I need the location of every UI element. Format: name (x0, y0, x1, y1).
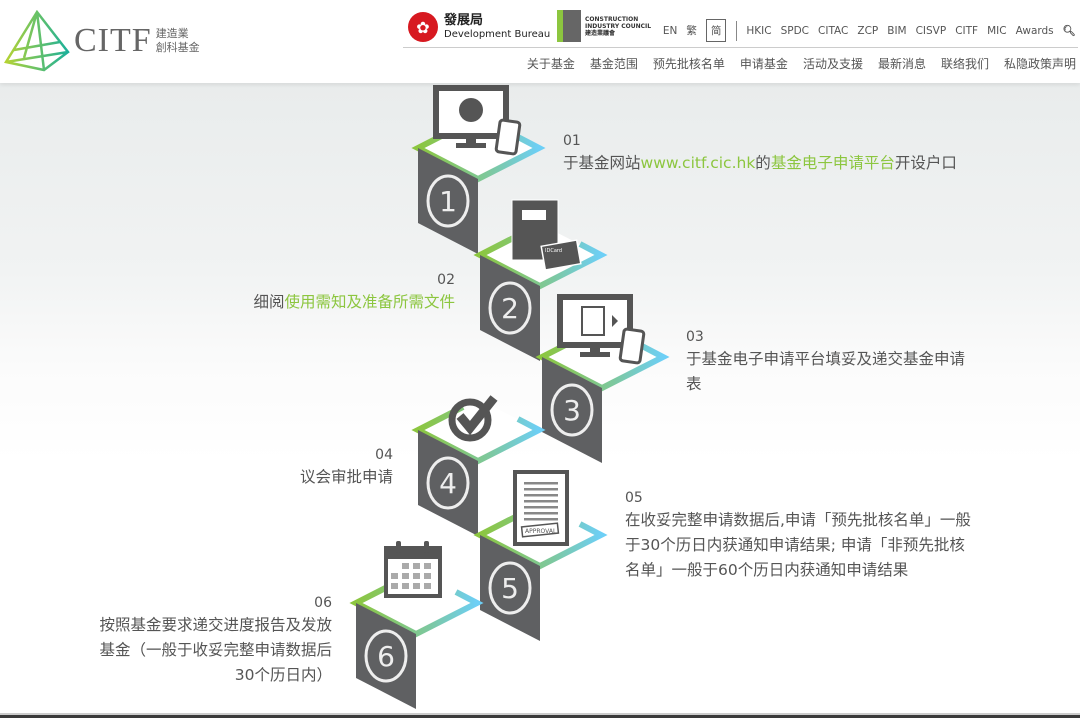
cube-number: 3 (563, 394, 581, 427)
step-text: 开设户口 (894, 154, 957, 172)
step-number: 03 (686, 329, 704, 345)
e-platform-link[interactable]: 基金电子申请平台 (770, 154, 895, 172)
cic-mark-icon (557, 10, 581, 42)
svg-text:IDCard: IDCard (545, 248, 562, 254)
cube-number: 6 (377, 640, 395, 673)
checkmark-icon (448, 395, 498, 442)
step-text: 细阅 (253, 293, 285, 311)
divider (736, 20, 738, 41)
step-cube-2: 2 IDCard (473, 199, 608, 361)
header-divider (403, 47, 1078, 48)
top-links: EN 繁 简 HKIC SPDC CITAC ZCP BIM CISVP CIT… (654, 19, 1076, 42)
step-text: 于基金电子申请平台填妥及递交基金申请 (686, 350, 966, 368)
step-text: 30个历日内） (234, 666, 332, 684)
guidance-link[interactable]: 使用需知及准备所需文件 (284, 293, 455, 311)
cic-line2: INDUSTRY COUNCIL (585, 22, 652, 30)
link-mic[interactable]: MIC (987, 24, 1007, 37)
cube-number: 2 (501, 292, 519, 325)
step-cube-5: 5 APPROVAL (473, 470, 608, 641)
cube-number: 5 (501, 572, 519, 605)
step-text: 于基金网站 (563, 154, 641, 172)
step-text: 表 (686, 375, 702, 393)
nav-scope[interactable]: 基金范围 (589, 57, 638, 71)
step-text: 议会审批申请 (299, 468, 393, 486)
logo-sub2: 創科基金 (155, 41, 200, 54)
logo-sub1: 建造業 (155, 27, 189, 40)
lang-en[interactable]: EN (662, 24, 678, 37)
step-cube-1: 1 (411, 85, 546, 254)
db-en: Development Bureau (444, 28, 551, 40)
step-cube-4: 4 (411, 395, 546, 536)
bottom-bar (0, 713, 1080, 718)
number-circle (426, 456, 470, 510)
cic-line1: CONSTRUCTION (585, 15, 639, 23)
documents-id-card-icon: IDCard (511, 199, 582, 271)
number-circle (364, 629, 408, 683)
link-zcp[interactable]: ZCP (857, 24, 879, 37)
link-cisvp[interactable]: CISVP (915, 24, 947, 37)
nav-events[interactable]: 活动及支援 (802, 57, 863, 71)
number-circle (488, 281, 532, 335)
main-nav: 关于基金 基金范围 预先批核名单 申请基金 活动及支援 最新消息 联络我们 私隐… (512, 55, 1076, 72)
logo-text: CITF (74, 22, 152, 59)
citf-logo[interactable]: CITF 建造業創科基金 (4, 10, 200, 72)
nav-contact[interactable]: 联络我们 (940, 57, 989, 71)
pyramid-logo-icon (4, 10, 70, 72)
step-04: 04 议会审批申请 (300, 445, 393, 490)
nav-preapproved[interactable]: 预先批核名单 (652, 57, 725, 71)
step-text: 的 (755, 154, 771, 172)
step-06: 06 按照基金要求递交进度报告及发放 基金（一般于收妥完整申请数据后 30个历日… (99, 593, 332, 688)
link-hkic[interactable]: HKIC (746, 24, 772, 37)
cube-number: 1 (439, 185, 457, 218)
computer-form-icon (557, 294, 646, 365)
step-number: 04 (375, 447, 393, 463)
step-text: 在收妥完整申请数据后,申请「预先批核名单」一般 (625, 511, 971, 529)
step-cube-3: 3 (535, 294, 670, 463)
step-text: 于30个历日内获通知申请结果; 申请「非预先批核 (625, 536, 965, 554)
step-text: 名单」一般于60个历日内获通知申请结果 (625, 561, 909, 579)
step-05: 05 在收妥完整申请数据后,申请「预先批核名单」一般 于30个历日内获通知申请结… (625, 488, 971, 583)
link-spdc[interactable]: SPDC (780, 24, 810, 37)
calendar-icon (384, 541, 442, 598)
computer-user-icon (433, 85, 522, 156)
step-cube-6: 6 (349, 541, 484, 709)
step-02: 02 细阅使用需知及准备所需文件 (253, 270, 455, 315)
nav-apply[interactable]: 申请基金 (739, 57, 788, 71)
bauhinia-icon: ✿ (408, 12, 438, 42)
nav-privacy[interactable]: 私隐政策声明 (1003, 57, 1076, 71)
step-text: 按照基金要求递交进度报告及发放 (99, 616, 332, 634)
number-circle (426, 174, 470, 228)
nav-about[interactable]: 关于基金 (526, 57, 575, 71)
step-number: 06 (314, 595, 332, 611)
link-citf[interactable]: CITF (955, 24, 979, 37)
link-awards[interactable]: Awards (1015, 24, 1054, 37)
step-number: 05 (625, 490, 643, 506)
step-03: 03 于基金电子申请平台填妥及递交基金申请 表 (686, 327, 965, 397)
step-number: 02 (437, 272, 455, 288)
approval-document-icon: APPROVAL (513, 470, 569, 546)
step-text: 基金（一般于收妥完整申请数据后 (99, 641, 332, 659)
website-link[interactable]: www.citf.cic.hk (640, 154, 756, 172)
link-citac[interactable]: CITAC (818, 24, 849, 37)
lang-tc[interactable]: 繁 (686, 25, 697, 37)
search-icon[interactable]: 🔍︎ (1062, 25, 1076, 37)
step-01: 01 于基金网站www.citf.cic.hk的基金电子申请平台开设户口 (563, 131, 957, 176)
db-zh: 發展局 (444, 12, 484, 28)
lang-sc[interactable]: 简 (705, 19, 727, 42)
nav-news[interactable]: 最新消息 (877, 57, 926, 71)
number-circle (550, 383, 594, 437)
link-bim[interactable]: BIM (887, 24, 907, 37)
step-number: 01 (563, 133, 581, 149)
cube-number: 4 (439, 467, 457, 500)
cic-line3: 建造業議會 (585, 29, 616, 37)
svg-text:APPROVAL: APPROVAL (525, 528, 557, 535)
number-circle (488, 561, 532, 615)
